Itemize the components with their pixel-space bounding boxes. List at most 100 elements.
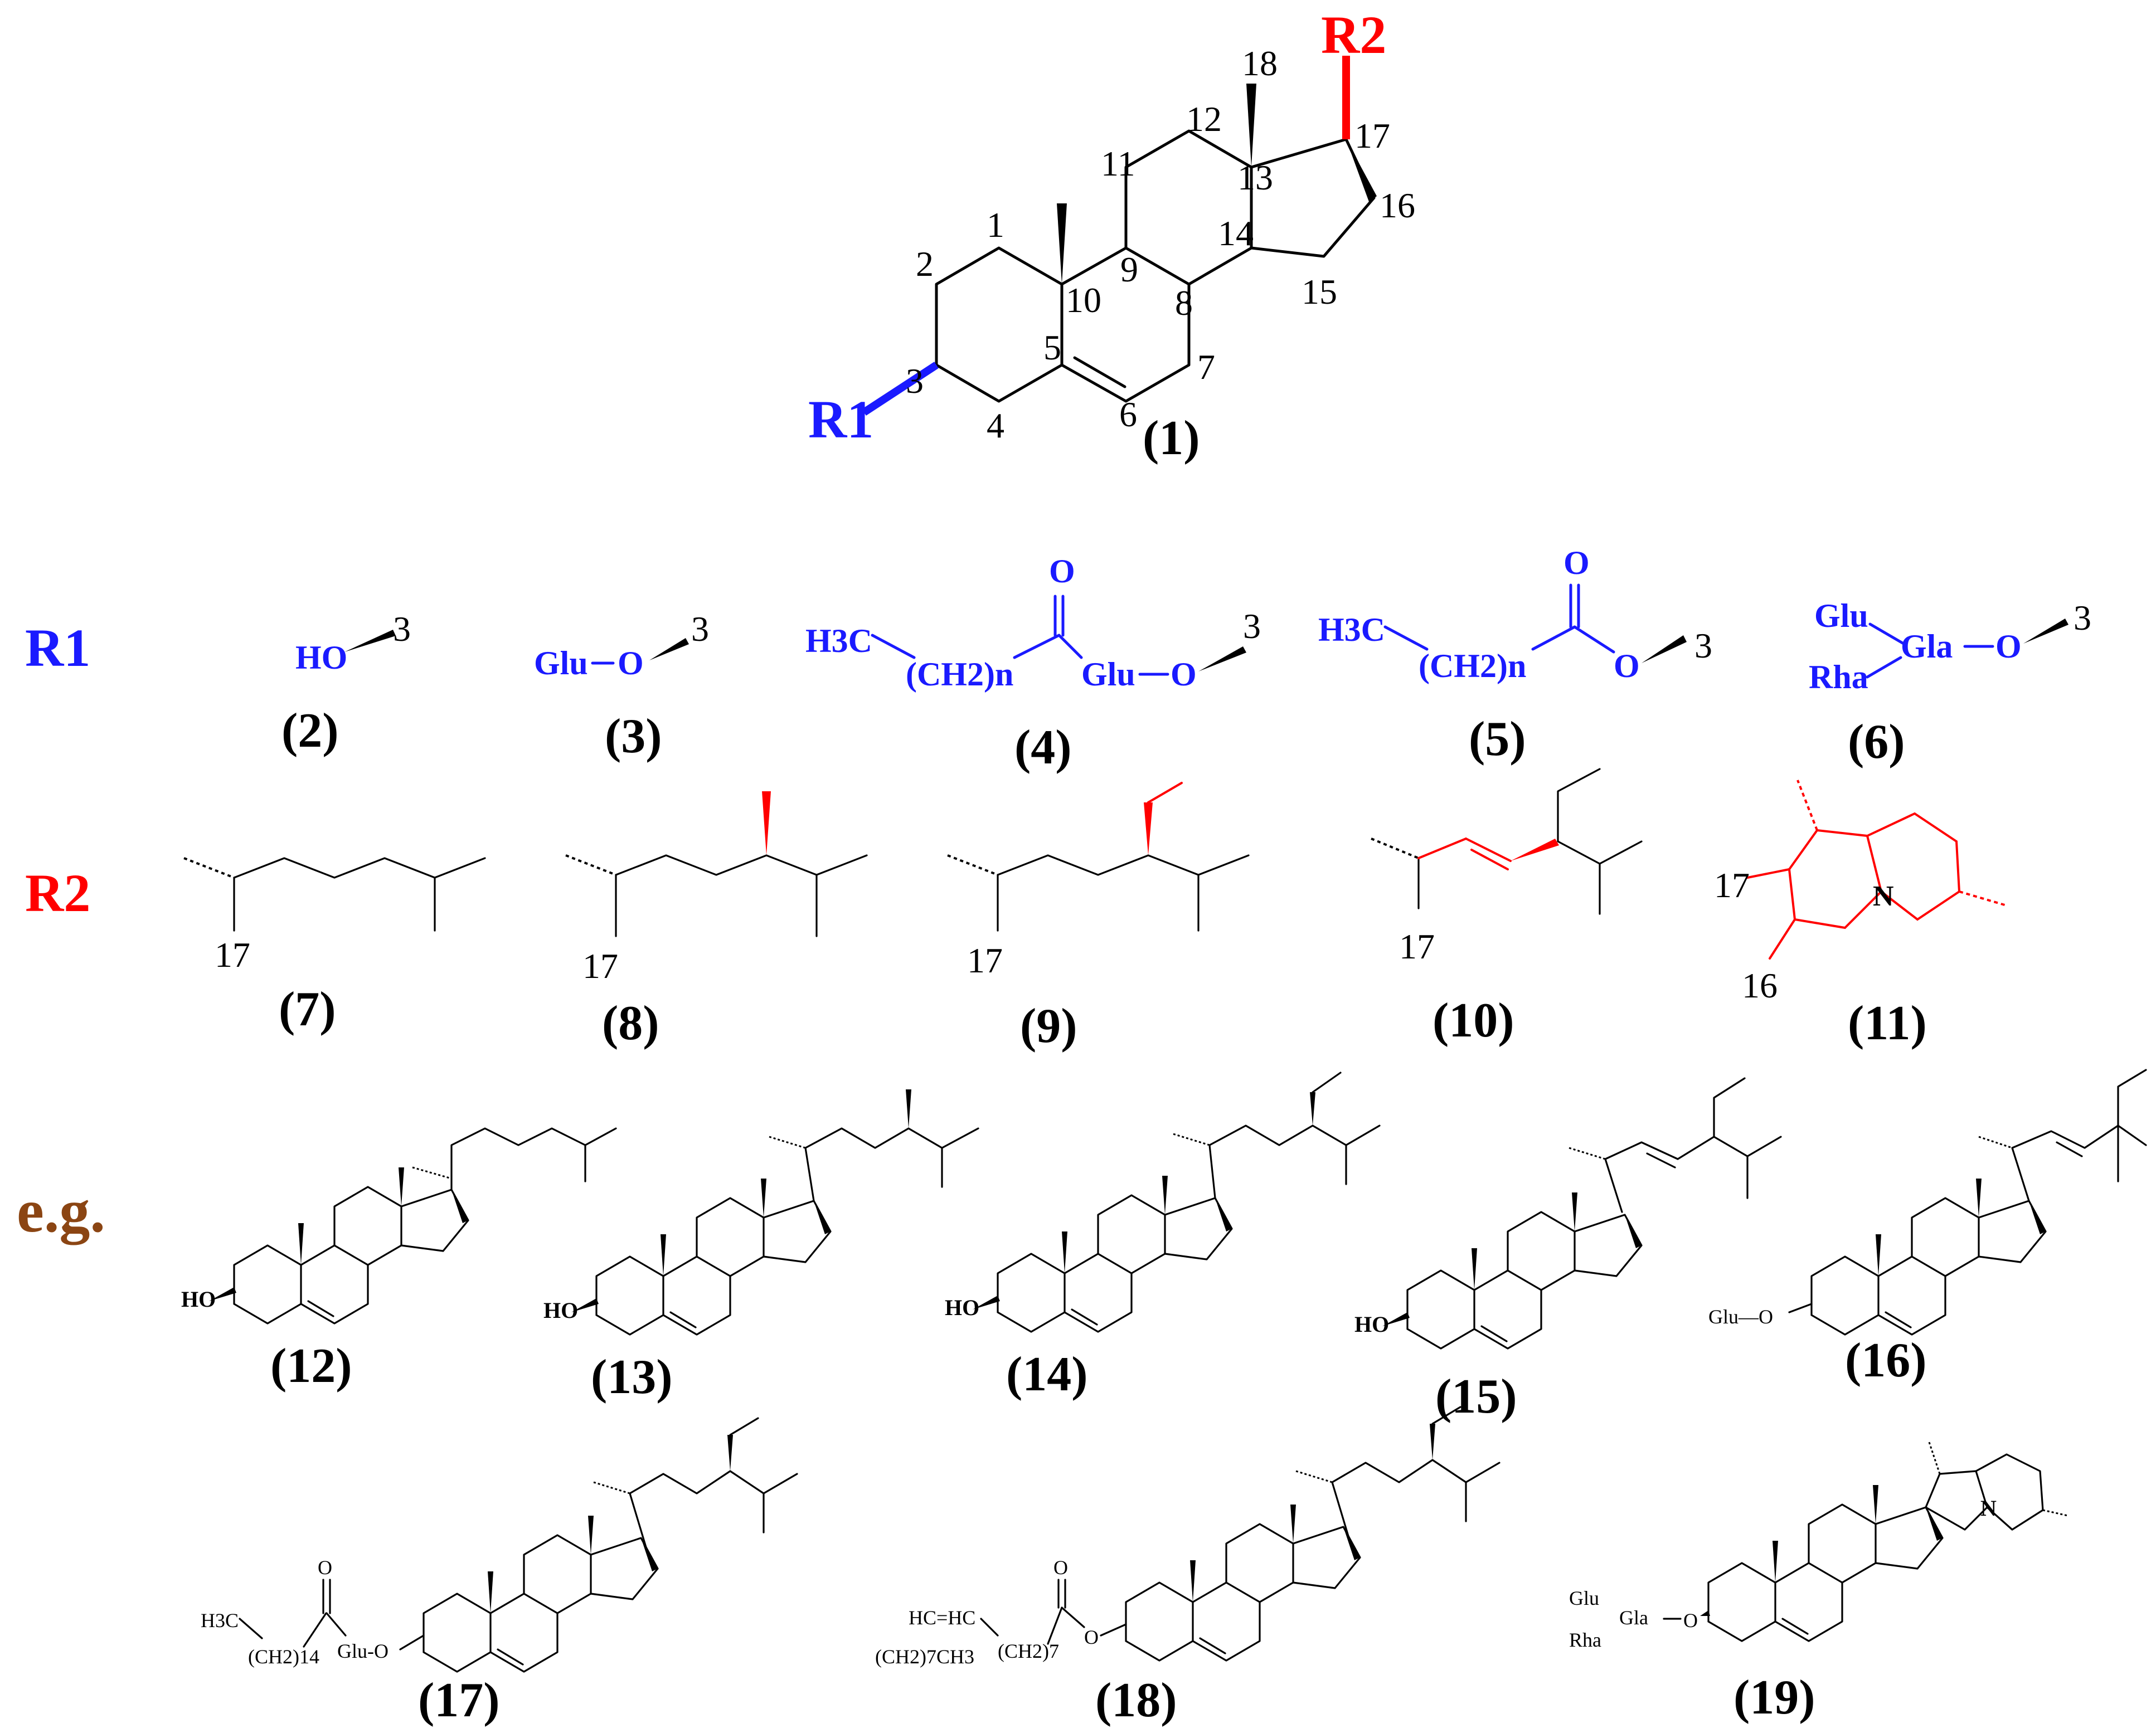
- svg-text:3: 3: [1243, 606, 1261, 646]
- atom-number: 2: [916, 244, 934, 284]
- atom-number: 17: [1354, 116, 1390, 155]
- svg-text:H3C: H3C: [805, 622, 872, 659]
- svg-text:(CH2)7: (CH2)7: [998, 1640, 1059, 1662]
- svg-text:O: O: [1171, 656, 1197, 693]
- svg-text:(6): (6): [1848, 715, 1905, 769]
- svg-text:(16): (16): [1845, 1333, 1927, 1388]
- svg-text:17: 17: [1714, 865, 1750, 905]
- example-12: HO (12): [181, 1127, 617, 1393]
- svg-text:(9): (9): [1020, 999, 1077, 1053]
- atom-number: 4: [987, 406, 1004, 445]
- svg-text:(4): (4): [1014, 721, 1072, 775]
- svg-text:O: O: [1995, 628, 2022, 665]
- svg-text:(CH2)14: (CH2)14: [248, 1646, 319, 1668]
- atom-number: 13: [1237, 158, 1273, 197]
- svg-text:N: N: [1980, 1496, 1997, 1521]
- row-label-eg: e.g.: [17, 1177, 105, 1245]
- svg-text:O: O: [1563, 544, 1590, 581]
- atom-number: 14: [1218, 213, 1254, 253]
- atom-number: 16: [1380, 186, 1415, 225]
- r2-group-11: N 17 16 (11): [1714, 780, 2007, 1050]
- svg-text:(2): (2): [281, 704, 339, 758]
- svg-text:17: 17: [1399, 927, 1435, 966]
- example-15: HO (15): [1354, 1077, 1782, 1424]
- svg-text:HO: HO: [181, 1287, 216, 1312]
- svg-text:(10): (10): [1433, 994, 1514, 1048]
- svg-text:HO: HO: [295, 639, 347, 676]
- example-19: Glu Rha Gla O N (19): [1569, 1440, 2068, 1725]
- c19-methyl-wedge: [1057, 203, 1067, 284]
- svg-text:HO: HO: [945, 1295, 979, 1320]
- atom-number: 8: [1175, 283, 1193, 323]
- svg-text:(12): (12): [270, 1339, 352, 1393]
- r2-group-10: 17 (10): [1371, 768, 1643, 1048]
- svg-text:3: 3: [691, 609, 709, 649]
- svg-text:17: 17: [215, 935, 250, 975]
- r1-group-3: Glu O 3 (3): [534, 609, 709, 763]
- svg-text:H3C: H3C: [201, 1609, 239, 1632]
- row-label-r1: R1: [25, 618, 90, 678]
- svg-text:Gla: Gla: [1619, 1607, 1648, 1629]
- svg-text:O: O: [1053, 1556, 1068, 1579]
- svg-text:Glu: Glu: [1814, 597, 1868, 634]
- svg-text:HO: HO: [1354, 1312, 1389, 1337]
- atom-number: 18: [1242, 43, 1278, 83]
- r1-group-6: Glu Rha Gla O 3 (6): [1809, 597, 2091, 769]
- atom-number: 5: [1043, 328, 1061, 367]
- atom-number: 12: [1186, 99, 1222, 139]
- svg-text:(11): (11): [1848, 996, 1927, 1050]
- svg-text:16: 16: [1742, 966, 1778, 1005]
- example-17: H3C (CH2)14 O Glu-O (17): [201, 1417, 798, 1727]
- svg-text:(17): (17): [418, 1673, 500, 1727]
- svg-text:Glu: Glu: [1081, 656, 1135, 693]
- r2-group-9: 17 (9): [947, 782, 1250, 1053]
- svg-text:Glu: Glu: [534, 645, 588, 681]
- svg-text:(8): (8): [602, 996, 659, 1050]
- svg-text:Glu—O: Glu—O: [1708, 1306, 1773, 1328]
- svg-text:O: O: [618, 645, 644, 681]
- core-r2-label: R2: [1321, 5, 1386, 65]
- svg-text:O: O: [1084, 1626, 1099, 1648]
- example-14: HO (14): [945, 1072, 1381, 1401]
- svg-text:Gla: Gla: [1901, 628, 1953, 665]
- compound-label: (1): [1143, 411, 1200, 465]
- svg-text:3: 3: [1694, 626, 1712, 665]
- svg-text:Glu: Glu: [1569, 1587, 1599, 1609]
- example-18: HC=HC (CH2)7CH3 (CH2)7 O O (18): [875, 1406, 1501, 1727]
- atom-number: 10: [1066, 280, 1101, 320]
- svg-text:O: O: [1049, 553, 1075, 590]
- atom-number: 15: [1302, 272, 1337, 311]
- svg-text:3: 3: [393, 609, 411, 649]
- svg-text:HO: HO: [543, 1298, 578, 1323]
- atom-number: 3: [906, 361, 924, 401]
- svg-text:Rha: Rha: [1809, 659, 1868, 695]
- atom-number: 7: [1197, 347, 1215, 387]
- example-16: Glu—O (16): [1708, 1069, 2147, 1388]
- svg-text:(3): (3): [605, 709, 662, 763]
- c18-methyl-wedge: [1246, 84, 1256, 167]
- svg-text:O: O: [1683, 1609, 1698, 1632]
- svg-text:(CH2)n: (CH2)n: [1419, 648, 1526, 684]
- svg-text:Glu-O: Glu-O: [337, 1640, 389, 1662]
- svg-text:Rha: Rha: [1569, 1629, 1601, 1651]
- svg-text:N: N: [1873, 880, 1894, 912]
- svg-text:(CH2)n: (CH2)n: [906, 656, 1013, 693]
- atom-number: 1: [987, 205, 1004, 245]
- r2-group-8: 17 (8): [565, 791, 868, 1050]
- svg-text:(18): (18): [1095, 1673, 1177, 1727]
- atom-number: 6: [1119, 395, 1137, 434]
- r1-group-2: HO 3 (2): [281, 609, 411, 758]
- core-steroid-1: 1 2 3 4 5 6 7 8 9 10 11 12 13 14 15 16 1…: [808, 5, 1415, 465]
- core-r1-label: R1: [808, 390, 873, 449]
- r1-group-5: H3C (CH2)n O O 3 (5): [1318, 544, 1712, 766]
- example-13: HO (13): [543, 1089, 979, 1404]
- svg-text:(7): (7): [279, 982, 336, 1036]
- atom-number: 11: [1101, 144, 1135, 183]
- svg-text:(19): (19): [1733, 1671, 1815, 1725]
- svg-text:(5): (5): [1469, 712, 1526, 766]
- svg-text:HC=HC: HC=HC: [909, 1607, 975, 1629]
- svg-text:3: 3: [2074, 598, 2091, 637]
- row-label-r2: R2: [25, 863, 90, 923]
- svg-text:(13): (13): [591, 1350, 673, 1404]
